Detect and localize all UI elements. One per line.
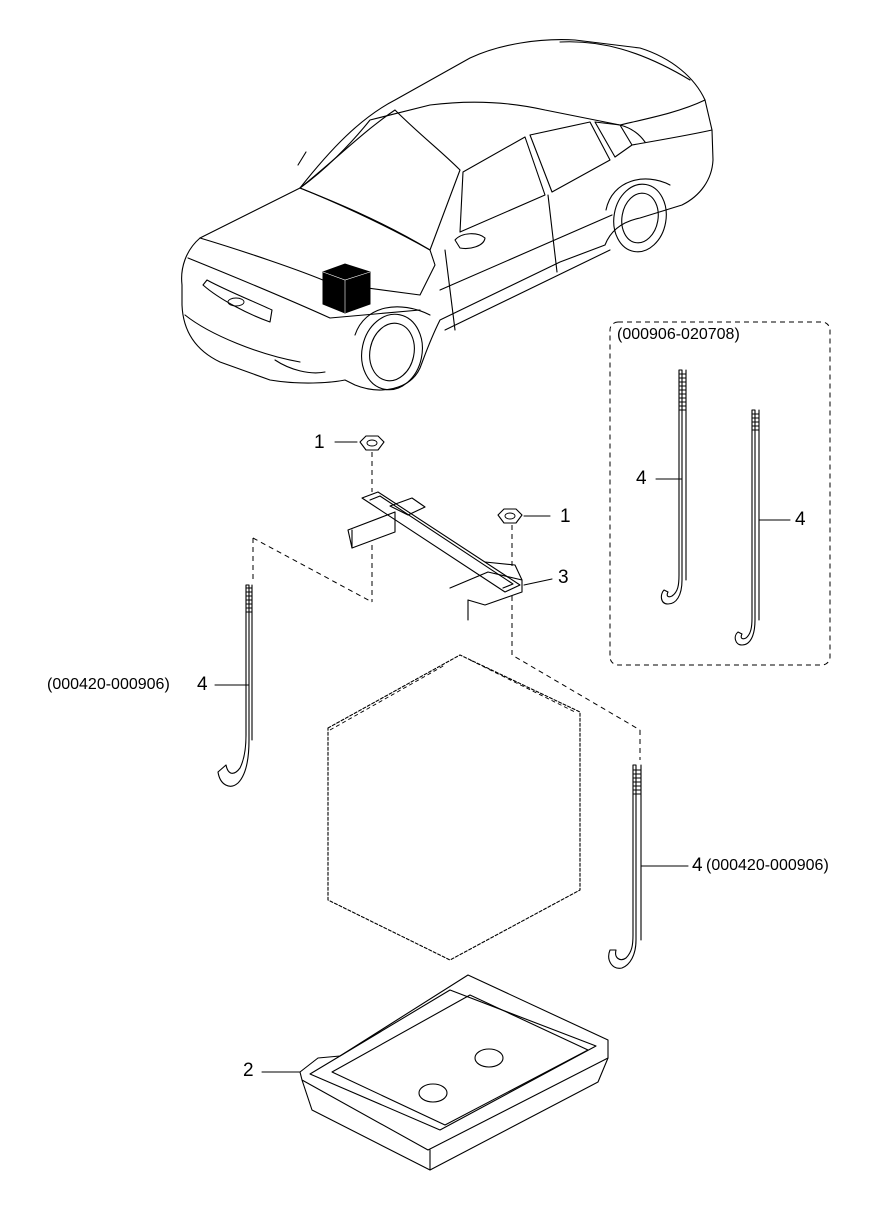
tray-part — [261, 974, 609, 1171]
nut-left-part — [334, 435, 385, 492]
clamp-part — [347, 491, 641, 731]
callout-nut-right: 1 — [560, 506, 571, 527]
callout-rod-left: 4 — [197, 674, 208, 695]
battery-outline — [327, 654, 581, 961]
rod-left-part — [214, 538, 254, 787]
callout-rod-box-left: 4 — [636, 468, 647, 489]
callout-clamp: 3 — [558, 567, 569, 588]
callout-rod-box-right: 4 — [795, 509, 806, 530]
variant-box — [609, 321, 831, 666]
car-illustration — [181, 39, 714, 391]
rod-right-part — [608, 730, 689, 969]
nut-right-part — [497, 508, 551, 566]
variant-box-label: (000906-020708) — [617, 326, 740, 343]
callout-nut-left: 1 — [314, 432, 325, 453]
callout-rod-right-code: (000420-000906) — [706, 857, 829, 874]
callout-rod-right: 4 — [692, 855, 703, 876]
callout-tray: 2 — [243, 1060, 254, 1081]
callout-rod-left-code: (000420-000906) — [47, 676, 170, 693]
leader-left-rod — [252, 537, 373, 603]
